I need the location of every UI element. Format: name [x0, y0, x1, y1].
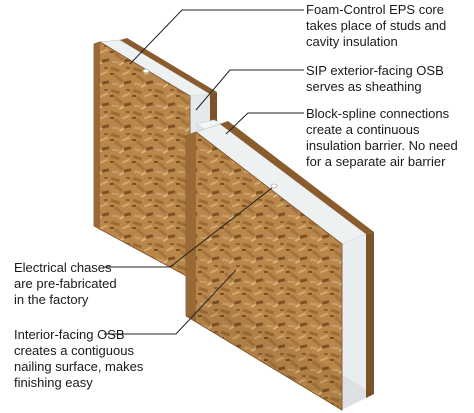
callout-interior-osb: Interior-facing OSB creates a contiguous…: [14, 327, 143, 391]
leader-exterior-osb: [195, 69, 304, 111]
callout-exterior-osb-line-2: serves as sheathing: [306, 79, 422, 94]
callout-interior-osb-line-3: nailing surface, makes: [14, 359, 144, 374]
callout-block-spline-line-4: for a separate air barrier: [306, 154, 446, 169]
left-panel-osb-front-edge: [94, 42, 100, 230]
callout-exterior-osb: SIP exterior-facing OSB serves as sheath…: [306, 63, 444, 95]
callout-block-spline: Block-spline connections create a contin…: [306, 106, 458, 170]
callout-electrical-chases-line-1: Electrical chases: [14, 260, 112, 275]
callout-eps-core: Foam-Control EPS core takes place of stu…: [306, 2, 446, 50]
leader-electrical-chases: [104, 187, 273, 268]
callout-interior-osb-line-1: Interior-facing OSB: [14, 327, 125, 342]
left-panel-osb-top-edge: [120, 38, 217, 94]
panel-bottom-shadow: [186, 300, 374, 410]
right-sip-panel: [185, 121, 374, 411]
callout-electrical-chases: Electrical chases are pre-fabricated in …: [14, 260, 117, 308]
callout-block-spline-line-2: create a continuous: [306, 122, 420, 137]
callout-interior-osb-line-4: finishing easy: [14, 375, 93, 390]
leader-block-spline: [225, 112, 304, 135]
leader-eps-core: [129, 9, 304, 65]
right-panel-chase-hole: [270, 183, 278, 189]
right-panel-osb-top-edge: [220, 121, 374, 234]
callout-electrical-chases-line-2: are pre-fabricated: [14, 276, 117, 291]
leader-lines: [104, 9, 304, 335]
callout-eps-core-line-2: takes place of studs and: [306, 18, 447, 33]
callout-interior-osb-line-2: creates a contiguous: [14, 343, 134, 358]
callout-eps-core-line-1: Foam-Control EPS core: [306, 2, 444, 17]
callout-exterior-osb-line-1: SIP exterior-facing OSB: [306, 63, 444, 78]
right-panel-osb-front-edge: [186, 132, 196, 322]
right-panel-osb-side-edge: [366, 232, 374, 398]
callout-eps-core-line-3: cavity insulation: [306, 34, 398, 49]
left-panel-chase-hole: [142, 68, 150, 74]
callout-block-spline-line-1: Block-spline connections: [306, 106, 450, 121]
callout-block-spline-line-3: insulation barrier. No need: [306, 138, 458, 153]
leader-interior-osb: [104, 269, 237, 335]
callout-electrical-chases-line-3: in the factory: [14, 292, 89, 307]
right-panel-foam-side: [342, 234, 366, 410]
